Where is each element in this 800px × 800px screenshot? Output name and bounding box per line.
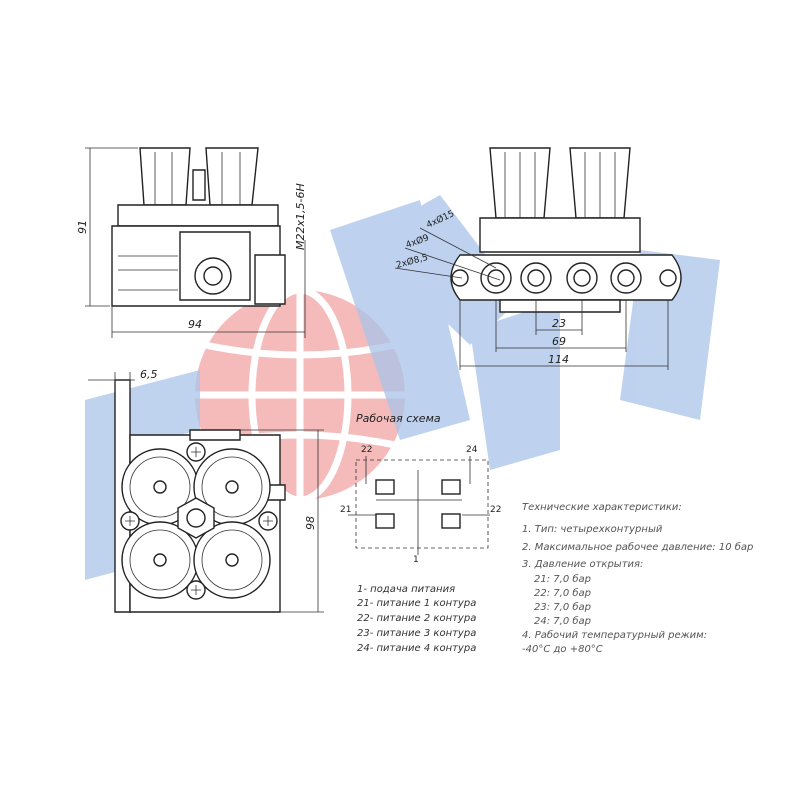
front-view: 4xØ15 4xØ9 2xØ8,5 23 69 114 xyxy=(395,147,682,370)
spec-line: 22: 7,0 бар xyxy=(534,587,591,599)
technical-specs: Технические характеристики: 1. Тип: четы… xyxy=(522,502,753,655)
dim-width-94: 94 xyxy=(188,318,202,331)
legend-item: 23- питание 3 контура xyxy=(357,628,476,639)
dim-23: 23 xyxy=(552,317,566,330)
dim-114: 114 xyxy=(548,353,569,366)
dim-69: 69 xyxy=(552,335,566,348)
spec-line: 21: 7,0 бар xyxy=(534,573,591,585)
working-scheme: Рабочая схема 22 24 21 22 1 xyxy=(340,412,501,565)
top-view: 6,5 98 xyxy=(88,368,324,613)
dim-6-5: 6,5 xyxy=(140,368,158,381)
spec-line: -40°С до +80°С xyxy=(522,644,603,655)
spec-line: 2. Максимальное рабочее давление: 10 бар xyxy=(522,541,753,553)
dim-thread: M22x1,5-6H xyxy=(294,183,307,250)
legend-item: 24- питание 4 контура xyxy=(357,643,476,654)
spec-line: 4. Рабочий температурный режим: xyxy=(522,629,707,641)
spec-line: 3. Давление открытия: xyxy=(522,559,643,570)
scheme-port-22: 22 xyxy=(361,445,372,455)
specs-title: Технические характеристики: xyxy=(522,502,682,513)
scheme-port-22b: 22 xyxy=(490,505,501,515)
spec-line: 1. Тип: четырехконтурный xyxy=(522,524,663,535)
legend: 1- подача питания 21- питание 1 контура … xyxy=(357,584,476,654)
front-ports xyxy=(451,262,677,294)
side-view: 91 94 M22x1,5-6H xyxy=(76,147,307,338)
legend-item: 21- питание 1 контура xyxy=(357,598,476,609)
scheme-port-1: 1 xyxy=(413,555,419,565)
dim-height-98: 98 xyxy=(304,516,317,530)
scheme-port-24: 24 xyxy=(466,445,478,455)
scheme-title: Рабочая схема xyxy=(356,412,441,425)
legend-item: 1- подача питания xyxy=(357,584,455,595)
spec-line: 24: 7,0 бар xyxy=(534,615,591,627)
scheme-port-21: 21 xyxy=(340,505,351,515)
spec-line: 23: 7,0 бар xyxy=(534,601,591,613)
legend-item: 22- питание 2 контура xyxy=(357,613,476,624)
dim-height-91: 91 xyxy=(76,220,89,234)
watermark-blue-shapes xyxy=(85,195,720,580)
